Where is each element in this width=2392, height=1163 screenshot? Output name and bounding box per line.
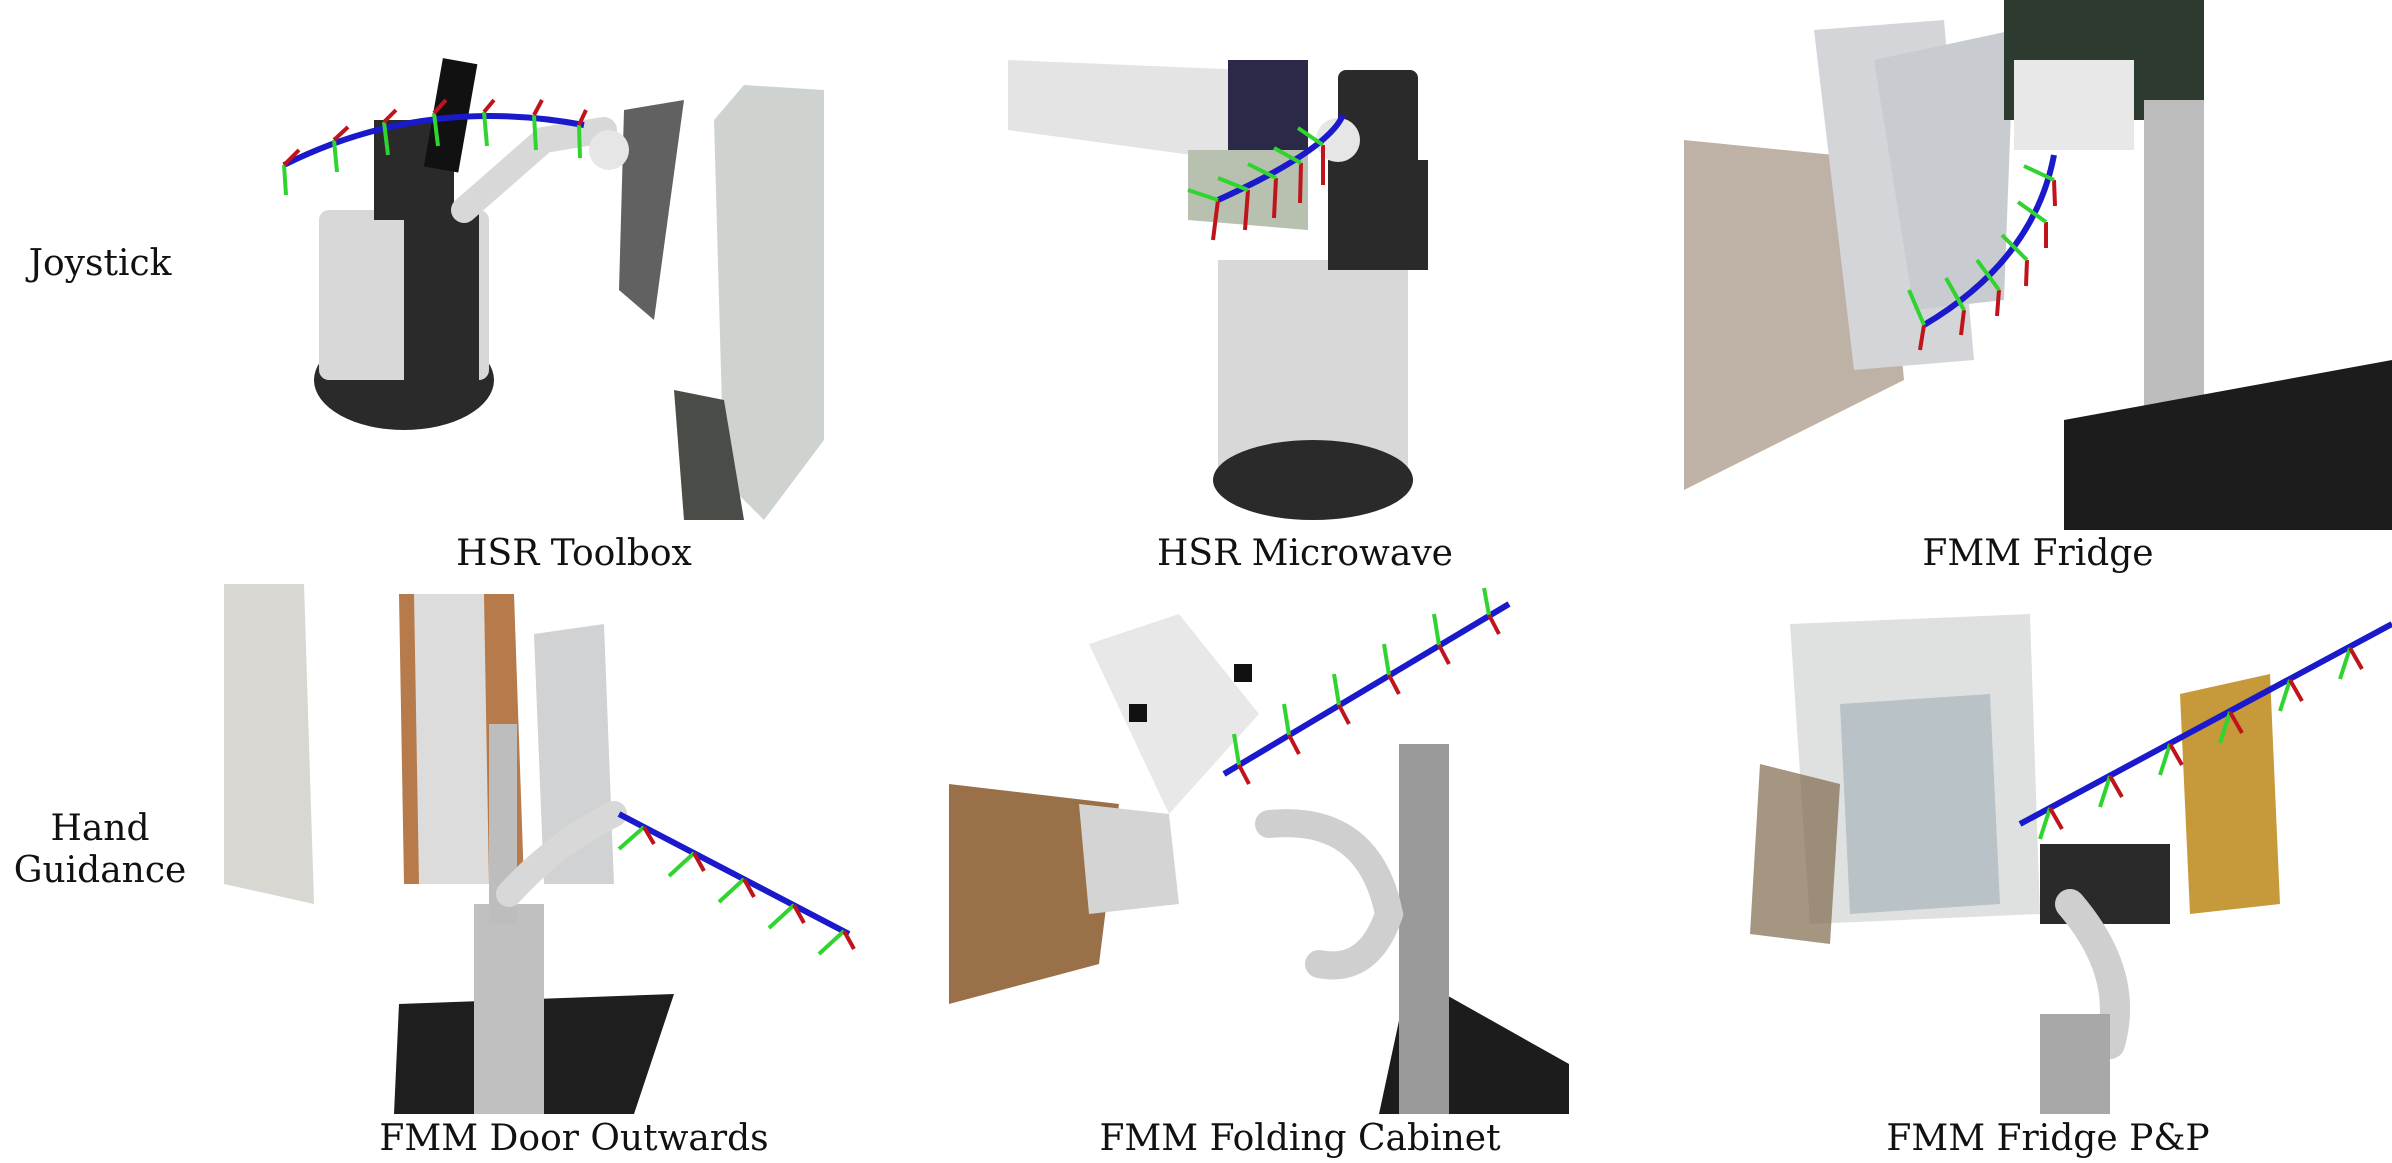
panel-fmm-folding-cabinet (949, 584, 1621, 1114)
panel-fmm-fridge (1684, 0, 2392, 530)
row-label-hand-line2: Guidance (13, 850, 187, 891)
fmm-fridge-scene (1684, 0, 2392, 530)
panel-hsr-toolbox (224, 0, 924, 530)
caption-fmm-fridge: FMM Fridge (1922, 533, 2154, 574)
caption-fmm-door-outwards: FMM Door Outwards (379, 1118, 769, 1159)
fmm-fridge-pp-scene (1750, 614, 2392, 1114)
caption-hsr-microwave: HSR Microwave (1157, 533, 1453, 574)
row-label-hand-guidance: Hand Guidance (5, 808, 195, 892)
caption-fmm-fridge-pp: FMM Fridge P&P (1886, 1118, 2210, 1159)
fmm-door-outwards-scene (224, 584, 856, 1114)
row-label-hand-line1: Hand (50, 808, 150, 849)
fmm-folding-cabinet-scene (949, 587, 1569, 1114)
row-label-joystick: Joystick (28, 243, 172, 284)
caption-fmm-folding-cabinet: FMM Folding Cabinet (1099, 1118, 1501, 1159)
caption-hsr-toolbox: HSR Toolbox (456, 533, 692, 574)
panel-fmm-door-outwards (224, 584, 924, 1114)
hsr-toolbox-scene (282, 58, 824, 520)
panel-hsr-microwave (1008, 0, 1518, 530)
hsr-microwave-scene (1008, 60, 1428, 520)
panel-fmm-fridge-pp (1710, 584, 2392, 1114)
